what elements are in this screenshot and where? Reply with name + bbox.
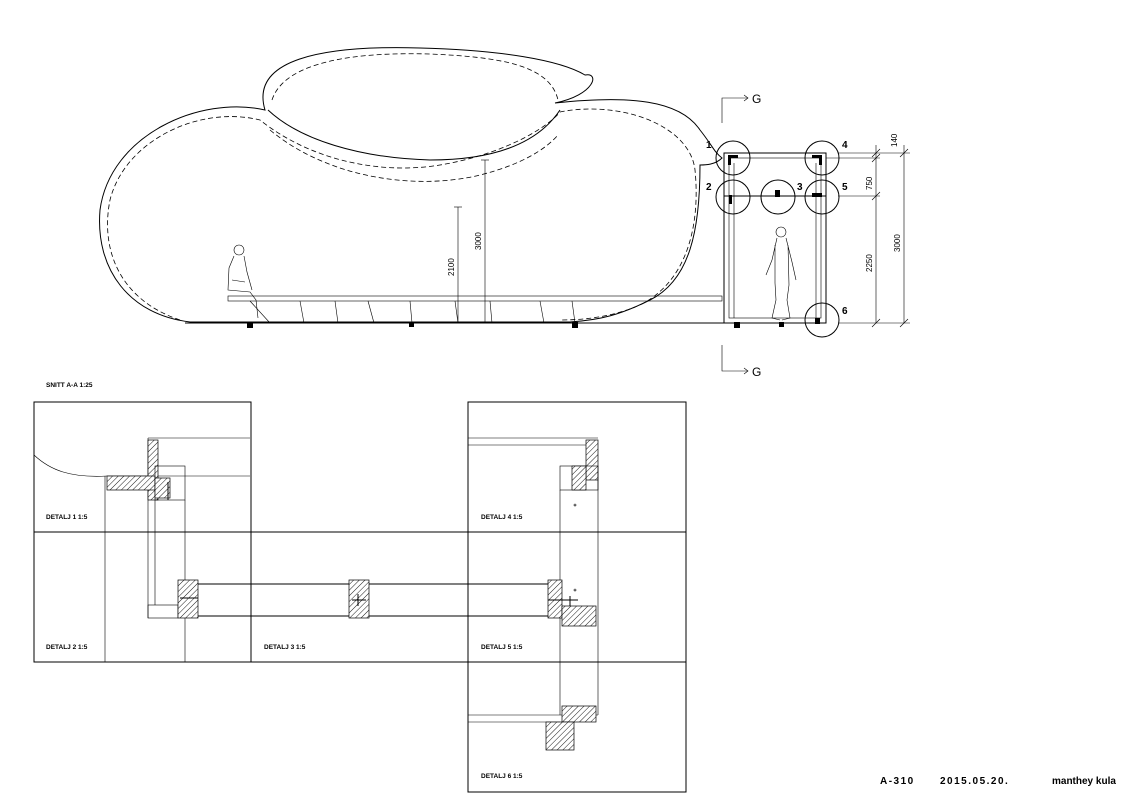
section-elevation: 1 2 3 4 5 6 G G 2100 3000	[99, 47, 910, 379]
detail-5-drawing	[547, 579, 597, 627]
dimension-3000-inner: 3000	[474, 232, 483, 250]
frame-structure	[723, 152, 827, 324]
section-mark-bottom: G	[752, 365, 761, 379]
callout-label-3: 3	[797, 182, 803, 193]
detail-1-drawing	[33, 437, 250, 662]
sheet-number: A-310	[880, 776, 915, 787]
detail-callout-circles	[715, 140, 840, 338]
detail-labels: DETALJ 1 1:5 DETALJ 2 1:5 DETALJ 3 1:5 D…	[46, 514, 523, 780]
sheet-date: 2015.05.20.	[940, 776, 1009, 787]
section-cut-marker-top: G	[721, 92, 761, 123]
cushion-outline	[99, 47, 723, 323]
section-mark-top: G	[752, 92, 761, 106]
interior-dimensions: 2100 3000	[447, 159, 489, 323]
inner-membrane-dashed	[107, 108, 697, 321]
upper-lobe-curve	[267, 109, 561, 161]
section-cut-marker-bottom: G	[721, 345, 761, 379]
upper-dashed-arc	[271, 53, 559, 101]
detail-3-drawing	[198, 579, 560, 619]
detail-label-1: DETALJ 1 1:5	[46, 514, 88, 521]
section-title: SNITT A-A 1:25	[46, 382, 93, 389]
detail-label-3: DETALJ 3 1:5	[264, 644, 306, 651]
callout-circle-2	[715, 179, 751, 215]
dimension-140: 140	[890, 133, 899, 147]
callout-label-2: 2	[706, 182, 712, 193]
detail-label-5: DETALJ 5 1:5	[481, 644, 523, 651]
callout-label-6: 6	[842, 306, 848, 317]
dimension-2250: 2250	[865, 254, 874, 272]
seated-person-figure	[227, 244, 259, 319]
callout-circle-6	[804, 302, 840, 338]
callout-label-4: 4	[842, 140, 848, 151]
dimension-3000-outer: 3000	[893, 234, 902, 252]
detail-6-drawing	[468, 705, 598, 751]
bench	[227, 295, 723, 324]
callout-circle-1	[715, 140, 751, 176]
callout-label-1: 1	[706, 140, 712, 151]
sheet-author: manthey kula	[1052, 776, 1116, 787]
callout-label-5: 5	[842, 182, 848, 193]
detail-label-4: DETALJ 4 1:5	[481, 514, 523, 521]
detail-4-drawing	[468, 437, 599, 715]
dimension-2100: 2100	[447, 258, 456, 276]
callout-circle-3	[760, 179, 796, 215]
footings	[247, 322, 784, 328]
dimension-750: 750	[865, 176, 874, 190]
callout-circle-5	[804, 179, 840, 215]
detail-label-6: DETALJ 6 1:5	[481, 773, 523, 780]
title-block: A-310 2015.05.20. manthey kula	[880, 776, 1116, 787]
detail-2-drawing	[147, 500, 199, 619]
right-dimension-chain: 140 750 2250 3000	[826, 133, 910, 328]
standing-person-figure	[765, 226, 797, 321]
middle-dashed-arc	[269, 129, 559, 182]
detail-label-2: DETALJ 2 1:5	[46, 644, 88, 651]
detail-callout-numbers: 1 2 3 4 5 6	[706, 140, 848, 317]
detail-grid	[33, 401, 687, 793]
